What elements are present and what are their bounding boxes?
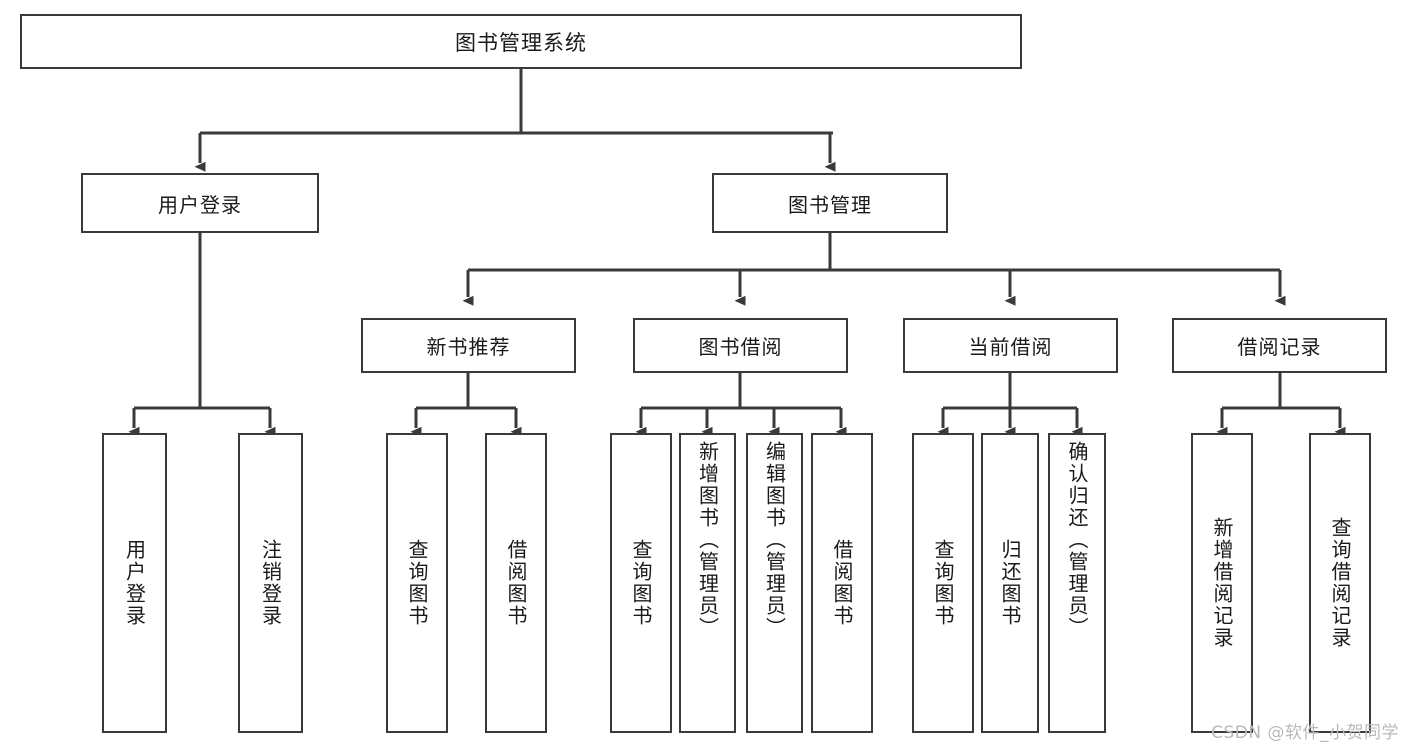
node-borrow-record[interactable]: 借阅记录: [1172, 318, 1387, 373]
leaf-current-query-book-label: 查询图书: [931, 539, 955, 627]
leaf-current-return-book[interactable]: 归还图书: [981, 433, 1039, 733]
leaf-borrow-borrow-book[interactable]: 借阅图书: [811, 433, 873, 733]
leaf-current-return-book-label: 归还图书: [998, 539, 1022, 627]
node-new-book-recommend-label: 新书推荐: [426, 335, 511, 359]
node-root[interactable]: 图书管理系统: [20, 14, 1022, 69]
leaf-borrow-query-book-label: 查询图书: [629, 539, 653, 627]
leaf-record-query-record[interactable]: 查询借阅记录: [1309, 433, 1371, 733]
leaf-current-confirm-return-admin-label: 确认归还（管理员）: [1065, 441, 1089, 639]
leaf-user-logout-label: 注销登录: [258, 539, 283, 627]
leaf-newbook-borrow-book-label: 借阅图书: [504, 539, 528, 627]
leaf-current-confirm-return-admin[interactable]: 确认归还（管理员）: [1048, 433, 1106, 733]
leaf-borrow-borrow-book-label: 借阅图书: [830, 539, 854, 627]
leaf-user-logout[interactable]: 注销登录: [238, 433, 303, 733]
leaf-record-add-record[interactable]: 新增借阅记录: [1191, 433, 1253, 733]
node-book-management-label: 图书管理: [788, 192, 872, 217]
node-user-login[interactable]: 用户登录: [81, 173, 319, 233]
leaf-newbook-query-book[interactable]: 查询图书: [386, 433, 448, 733]
node-root-label: 图书管理系统: [455, 30, 587, 55]
leaf-borrow-edit-book-admin[interactable]: 编辑图书（管理员）: [746, 433, 803, 733]
node-borrow-record-label: 借阅记录: [1237, 335, 1322, 359]
leaf-borrow-query-book[interactable]: 查询图书: [610, 433, 672, 733]
node-book-management[interactable]: 图书管理: [712, 173, 948, 233]
leaf-record-add-record-label: 新增借阅记录: [1210, 517, 1234, 649]
node-current-borrow-label: 当前借阅: [968, 335, 1053, 359]
node-book-borrow[interactable]: 图书借阅: [633, 318, 848, 373]
leaf-borrow-add-book-admin-label: 新增图书（管理员）: [695, 441, 720, 639]
leaf-current-query-book[interactable]: 查询图书: [912, 433, 974, 733]
node-new-book-recommend[interactable]: 新书推荐: [361, 318, 576, 373]
watermark-text: CSDN @软件_小贺同学: [1211, 723, 1399, 743]
leaf-borrow-add-book-admin[interactable]: 新增图书（管理员）: [679, 433, 736, 733]
leaf-borrow-edit-book-admin-label: 编辑图书（管理员）: [762, 441, 787, 639]
leaf-user-login[interactable]: 用户登录: [102, 433, 167, 733]
leaf-newbook-query-book-label: 查询图书: [405, 539, 429, 627]
leaf-user-login-label: 用户登录: [122, 539, 147, 627]
leaf-record-query-record-label: 查询借阅记录: [1328, 517, 1352, 649]
node-current-borrow[interactable]: 当前借阅: [903, 318, 1118, 373]
leaf-newbook-borrow-book[interactable]: 借阅图书: [485, 433, 547, 733]
node-user-login-label: 用户登录: [158, 192, 242, 217]
node-book-borrow-label: 图书借阅: [698, 335, 783, 359]
